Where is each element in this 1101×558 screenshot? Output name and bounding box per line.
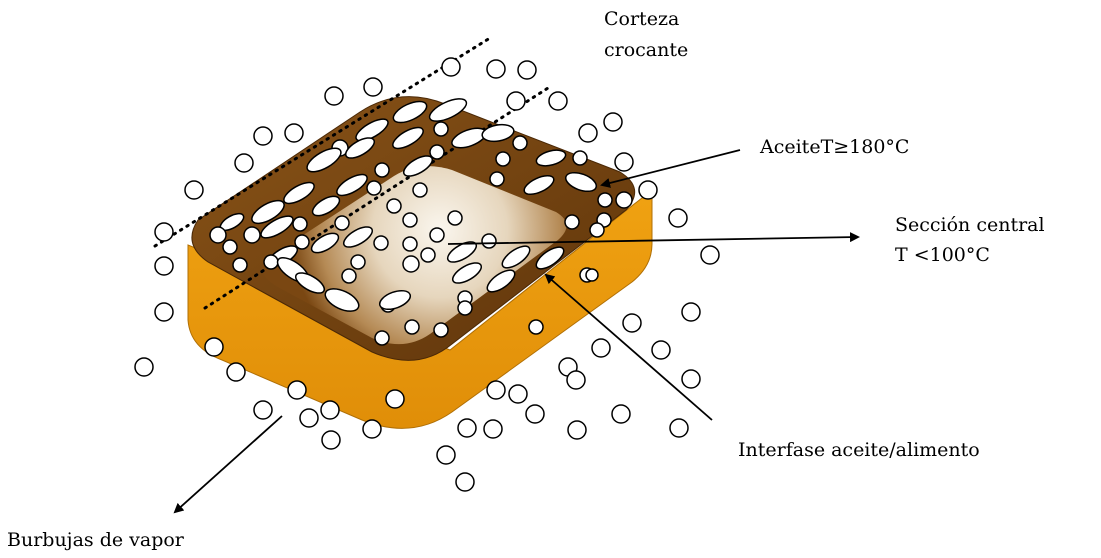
- vapor-bubble: [437, 446, 455, 464]
- vapor-bubble: [322, 431, 340, 449]
- vapor-bubble: [487, 60, 505, 78]
- vapor-bubble: [430, 145, 444, 159]
- vapor-bubble: [518, 61, 536, 79]
- vapor-bubble: [403, 213, 417, 227]
- vapor-bubble: [616, 192, 632, 208]
- label-central-section-line1: Sección central: [895, 213, 1045, 237]
- vapor-bubble: [210, 227, 226, 243]
- vapor-bubble: [335, 216, 349, 230]
- vapor-bubble: [367, 181, 381, 195]
- vapor-bubble: [293, 217, 307, 231]
- vapor-bubble: [612, 405, 630, 423]
- vapor-bubble: [458, 301, 472, 315]
- vapor-bubble: [496, 152, 510, 166]
- vapor-bubble: [254, 401, 272, 419]
- vapor-bubble: [669, 209, 687, 227]
- vapor-bubble: [351, 255, 365, 269]
- vapor-bubble: [442, 58, 460, 76]
- arrow-bubbles: [175, 416, 282, 512]
- vapor-bubble: [325, 87, 343, 105]
- vapor-bubble: [364, 78, 382, 96]
- vapor-bubble: [235, 154, 253, 172]
- vapor-bubble: [579, 124, 597, 142]
- vapor-bubble: [295, 235, 309, 249]
- vapor-bubble: [434, 323, 448, 337]
- vapor-bubble: [456, 473, 474, 491]
- vapor-bubble: [652, 341, 670, 359]
- vapor-bubble: [568, 421, 586, 439]
- vapor-bubble: [363, 420, 381, 438]
- vapor-bubble: [223, 240, 237, 254]
- vapor-bubble: [254, 127, 272, 145]
- vapor-bubble: [490, 172, 504, 186]
- label-vapor-bubbles: Burbujas de vapor: [7, 528, 184, 552]
- vapor-bubble: [670, 419, 688, 437]
- vapor-bubble: [682, 370, 700, 388]
- vapor-bubble: [375, 331, 389, 345]
- vapor-bubble: [244, 227, 260, 243]
- vapor-bubble: [135, 358, 153, 376]
- vapor-bubble: [513, 136, 527, 150]
- vapor-bubble: [448, 211, 462, 225]
- vapor-bubble: [430, 228, 444, 242]
- vapor-bubble: [526, 405, 544, 423]
- vapor-bubble: [155, 223, 173, 241]
- vapor-bubble: [405, 320, 419, 334]
- vapor-bubble: [529, 320, 543, 334]
- vapor-bubble: [375, 163, 389, 177]
- vapor-bubble: [205, 338, 223, 356]
- vapor-bubble: [227, 363, 245, 381]
- vapor-bubble: [300, 409, 318, 427]
- vapor-bubble: [598, 193, 612, 207]
- vapor-bubble: [421, 248, 435, 262]
- vapor-bubble: [586, 269, 598, 281]
- arrow-interface: [546, 275, 712, 420]
- vapor-bubble: [233, 258, 247, 272]
- vapor-bubble: [434, 122, 448, 136]
- vapor-bubble: [507, 92, 525, 110]
- vapor-bubble: [458, 419, 476, 437]
- vapor-bubble: [590, 223, 604, 237]
- vapor-bubble: [623, 314, 641, 332]
- vapor-bubble: [285, 124, 303, 142]
- label-central-section-line2: T <100°C: [895, 243, 990, 267]
- vapor-bubble: [413, 183, 427, 197]
- vapor-bubble: [288, 381, 306, 399]
- vapor-bubble: [321, 401, 339, 419]
- vapor-bubble: [403, 237, 417, 251]
- vapor-bubble: [639, 181, 657, 199]
- vapor-bubble: [487, 381, 505, 399]
- vapor-bubble: [185, 181, 203, 199]
- vapor-bubble: [155, 257, 173, 275]
- vapor-bubble: [592, 339, 610, 357]
- vapor-bubble: [342, 269, 356, 283]
- label-oil-temperature: AceiteT≥180°C: [760, 135, 909, 159]
- vapor-bubble: [567, 371, 585, 389]
- vapor-bubble: [573, 151, 587, 165]
- vapor-bubble: [403, 256, 419, 272]
- vapor-bubble: [549, 92, 567, 110]
- vapor-bubble: [374, 236, 388, 250]
- vapor-bubble: [482, 234, 496, 248]
- vapor-bubble: [509, 385, 527, 403]
- vapor-bubble: [155, 303, 173, 321]
- vapor-bubble: [264, 255, 278, 269]
- vapor-bubble: [386, 390, 404, 408]
- vapor-bubble: [484, 420, 502, 438]
- vapor-bubble: [565, 215, 579, 229]
- vapor-bubble: [615, 153, 633, 171]
- label-crust-line1: Corteza: [604, 7, 679, 31]
- vapor-bubble: [387, 199, 401, 213]
- vapor-bubble: [604, 113, 622, 131]
- vapor-bubble: [682, 303, 700, 321]
- vapor-bubble: [701, 246, 719, 264]
- label-oil-food-interface: Interfase aceite/alimento: [738, 438, 980, 462]
- label-crust-line2: crocante: [604, 38, 688, 62]
